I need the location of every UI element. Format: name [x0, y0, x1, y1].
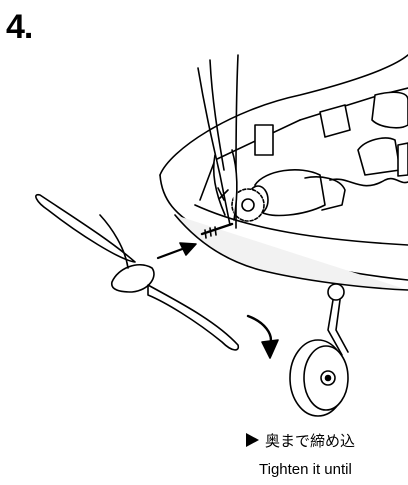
- arrow-right-icon: [156, 242, 197, 260]
- caption-english: Tighten it until: [259, 461, 352, 478]
- landing-gear: [289, 283, 349, 417]
- propeller: [35, 193, 240, 351]
- right-triangle-icon: [246, 433, 259, 447]
- caption-japanese-text: 奥まで締め込: [265, 432, 356, 450]
- caption-japanese: 奥まで締め込: [246, 430, 355, 451]
- pliers: [197, 54, 239, 229]
- step-number: 4.: [6, 8, 33, 46]
- curved-arrow-down-icon: [246, 314, 279, 359]
- screw: [200, 222, 234, 239]
- fuselage: [159, 54, 408, 291]
